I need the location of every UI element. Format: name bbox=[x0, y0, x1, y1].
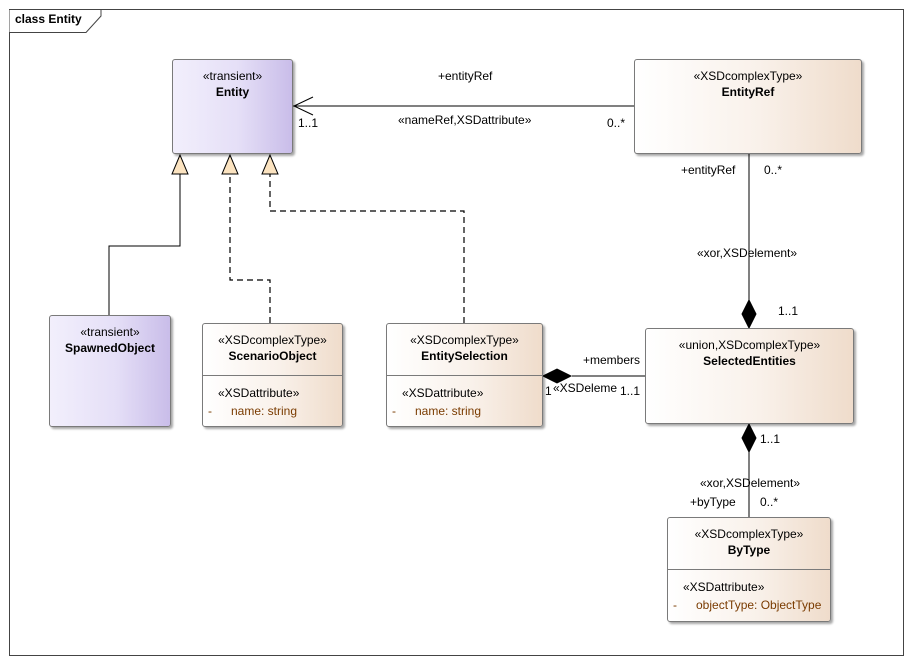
diagram-title: class Entity bbox=[15, 12, 82, 26]
attribute-compartment: «XSDattribute» - name: string bbox=[203, 375, 342, 420]
label-er-stereotype: «xor,XSDelement» bbox=[697, 246, 798, 260]
stereotype: «XSDcomplexType» bbox=[693, 69, 803, 83]
generalization-spawnedobject-entity[interactable] bbox=[108, 153, 189, 315]
class-name: ByType bbox=[727, 543, 771, 557]
attribute-text: name: string bbox=[231, 404, 298, 418]
stereotype: «XSDcomplexType» bbox=[694, 527, 804, 541]
visibility-marker: - bbox=[208, 404, 212, 418]
label-ref-role: +entityRef bbox=[438, 69, 493, 83]
stereotype: «transient» bbox=[80, 325, 140, 339]
attribute-text: objectType: ObjectType bbox=[696, 598, 822, 612]
class-name: ScenarioObject bbox=[228, 349, 317, 363]
class-entity[interactable]: «transient» Entity bbox=[172, 59, 293, 154]
class-name: SpawnedObject bbox=[64, 341, 156, 355]
attribute-text: name: string bbox=[415, 404, 482, 418]
class-selectedentities[interactable]: «union,XSDcomplexType» SelectedEntities bbox=[645, 328, 854, 424]
visibility-marker: - bbox=[673, 598, 677, 612]
visibility-marker: - bbox=[392, 404, 396, 418]
label-er-mult-selected: 1..1 bbox=[778, 304, 799, 318]
realization-scenarioobject-entity[interactable] bbox=[221, 153, 271, 323]
stereotype: «XSDcomplexType» bbox=[218, 333, 327, 347]
class-scenarioobject[interactable]: «XSDcomplexType» ScenarioObject «XSDattr… bbox=[202, 323, 343, 427]
stereotype: «union,XSDcomplexType» bbox=[678, 338, 821, 352]
stereotype: «XSDcomplexType» bbox=[410, 333, 519, 347]
diagram-frame bbox=[9, 9, 904, 656]
attribute-compartment: «XSDattribute» - objectType: ObjectType bbox=[668, 569, 830, 614]
diagram-frame-tab bbox=[9, 9, 102, 33]
attribute-compartment: «XSDattribute» - name: string bbox=[387, 375, 542, 420]
attribute-name: - objectType: ObjectType bbox=[668, 596, 830, 614]
realization-entityselection-entity[interactable] bbox=[261, 153, 465, 323]
class-spawnedobject[interactable]: «transient» SpawnedObject bbox=[49, 315, 171, 427]
composition-entityref-selectedentities[interactable] bbox=[741, 154, 757, 330]
association-entityref-entity[interactable] bbox=[292, 96, 634, 116]
class-entityselection[interactable]: «XSDcomplexType» EntitySelection «XSDatt… bbox=[386, 323, 543, 427]
label-ref-stereotype: «nameRef,XSDattribute» bbox=[398, 113, 532, 127]
attribute-name: - name: string bbox=[387, 402, 542, 420]
composition-members[interactable] bbox=[541, 368, 645, 384]
label-bytype-role: +byType bbox=[690, 495, 736, 509]
label-bytype-mult-selected: 1..1 bbox=[760, 432, 781, 446]
class-name: EntityRef bbox=[721, 85, 775, 99]
label-er-mult: 0..* bbox=[764, 163, 783, 177]
composition-bytype-selectedentities[interactable] bbox=[741, 422, 757, 517]
label-members-stereotype: «XSDeleme bbox=[553, 381, 618, 395]
class-name: Entity bbox=[215, 85, 250, 99]
label-members-mult-selection: 1 bbox=[545, 384, 552, 398]
class-name: SelectedEntities bbox=[703, 354, 796, 368]
attribute-stereotype: «XSDattribute» bbox=[218, 386, 300, 400]
attribute-stereotype: «XSDattribute» bbox=[683, 580, 765, 594]
class-bytype[interactable]: «XSDcomplexType» ByType «XSDattribute» -… bbox=[667, 517, 831, 622]
label-members-mult-selected: 1..1 bbox=[620, 384, 641, 398]
class-name: EntitySelection bbox=[421, 349, 508, 363]
label-ref-mult-entity: 1..1 bbox=[298, 116, 319, 130]
label-ref-mult-entityref: 0..* bbox=[607, 116, 626, 130]
attribute-name: - name: string bbox=[203, 402, 342, 420]
label-er-role: +entityRef bbox=[681, 163, 736, 177]
label-bytype-stereotype: «xor,XSDelement» bbox=[700, 476, 801, 490]
attribute-stereotype: «XSDattribute» bbox=[402, 386, 484, 400]
label-members-role: +members bbox=[583, 353, 641, 367]
label-bytype-mult: 0..* bbox=[760, 495, 779, 509]
stereotype: «transient» bbox=[202, 69, 263, 83]
class-entityref[interactable]: «XSDcomplexType» EntityRef bbox=[634, 59, 862, 154]
